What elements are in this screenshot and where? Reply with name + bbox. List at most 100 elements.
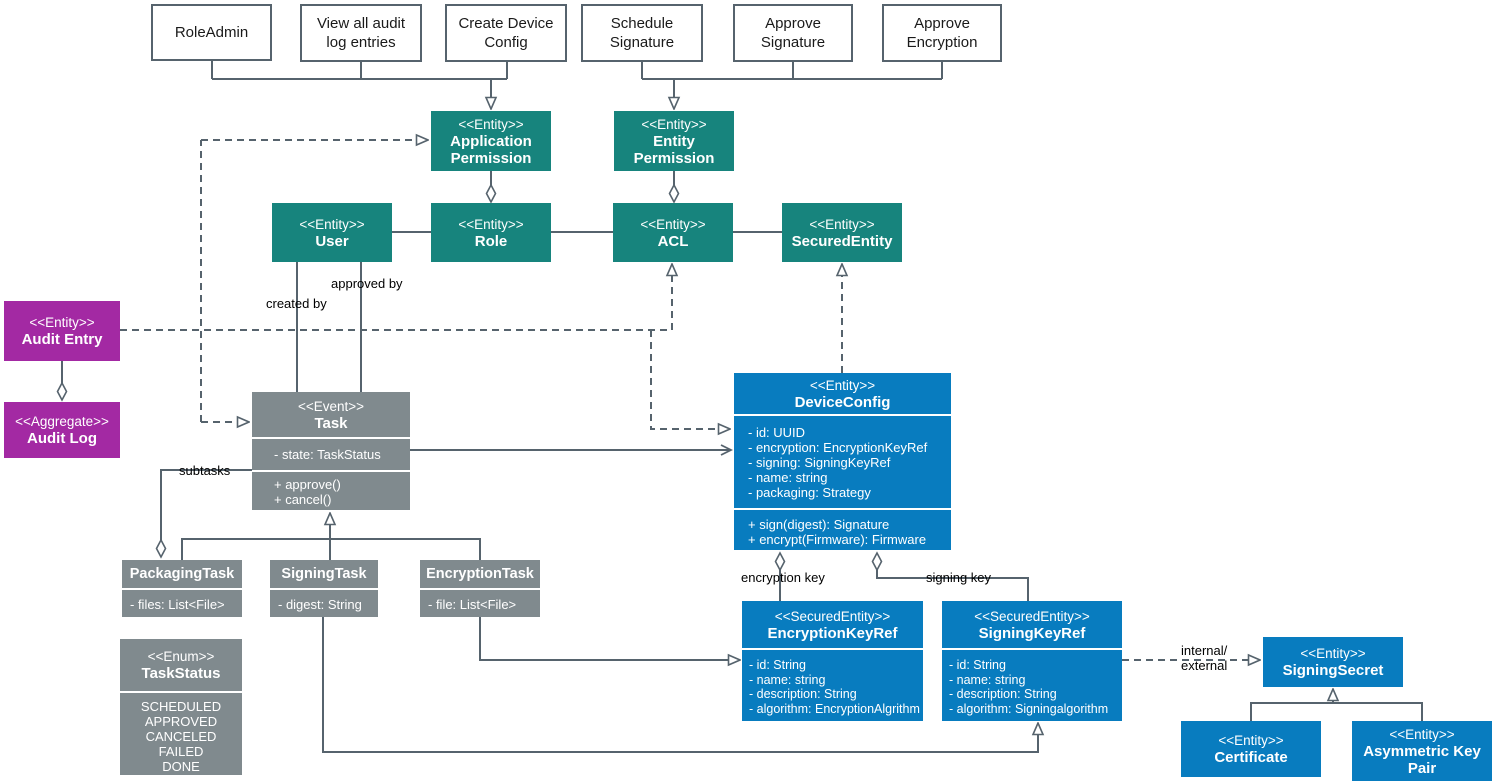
method: + encrypt(Firmware): Firmware: [748, 532, 927, 547]
enum-values-compartment: SCHEDULED APPROVED CANCELED FAILED DONE: [120, 691, 242, 775]
stereotype: <<SecuredEntity>>: [774, 608, 891, 624]
class-application-permission: <<Entity>>Application Permission: [431, 111, 551, 171]
class-acl: <<Entity>>ACL: [613, 203, 733, 262]
class-name: SigningTask: [281, 565, 367, 582]
class-signing-key-ref: <<SecuredEntity>>SigningKeyRef - id: Str…: [942, 601, 1122, 721]
usecase-approve-signature: Approve Signature: [733, 4, 853, 62]
attributes-compartment: - files: List<File>: [122, 588, 242, 617]
class-name: SigningSecret: [1282, 662, 1384, 679]
enum-task-status: <<Enum>>TaskStatus SCHEDULED APPROVED CA…: [120, 639, 242, 775]
class-audit-entry: <<Entity>>Audit Entry: [4, 301, 120, 361]
dashed-connectors: [120, 140, 1260, 660]
class-name: SecuredEntity: [791, 232, 893, 250]
usecase-label: Approve Signature: [760, 15, 826, 51]
attribute: - id: String: [949, 658, 1006, 672]
enum-name: TaskStatus: [141, 665, 221, 682]
method: + approve(): [274, 477, 341, 492]
class-encryption-task: EncryptionTask - file: List<File>: [420, 560, 540, 617]
class-name: EncryptionKeyRef: [767, 624, 898, 642]
attribute: - name: string: [748, 470, 828, 485]
attribute: - name: string: [749, 672, 826, 687]
edge-label-encryption-key: encryption key: [741, 570, 825, 585]
method: + cancel(): [274, 492, 332, 507]
attributes-compartment: - id: UUID - encryption: EncryptionKeyRe…: [734, 414, 951, 508]
enum-value: CANCELED: [145, 729, 217, 744]
usecase-create-device-config: Create Device Config: [445, 4, 567, 62]
attribute: - signing: SigningKeyRef: [748, 455, 891, 470]
class-entity-permission: <<Entity>>Entity Permission: [614, 111, 734, 171]
attributes-compartment: - id: String - name: string - descriptio…: [742, 648, 923, 721]
class-name: Entity Permission: [633, 132, 715, 167]
class-name: User: [315, 232, 349, 250]
class-signing-secret: <<Entity>>SigningSecret: [1263, 637, 1403, 687]
class-name: SigningKeyRef: [978, 624, 1086, 642]
stereotype: <<Entity>>: [809, 216, 875, 232]
stereotype: <<Entity>>: [1389, 726, 1455, 742]
attributes-compartment: - file: List<File>: [420, 588, 540, 617]
stereotype: <<Entity>>: [1300, 646, 1366, 661]
class-packaging-task: PackagingTask - files: List<File>: [122, 560, 242, 617]
attribute: - algorithm: EncryptionAlgrithm: [749, 701, 920, 716]
class-name: Application Permission: [450, 132, 532, 167]
method: + sign(digest): Signature: [748, 517, 890, 532]
enum-value: APPROVED: [144, 714, 218, 729]
stereotype: <<Aggregate>>: [15, 414, 109, 429]
stereotype: <<Entity>>: [809, 377, 876, 393]
signingsecret-generalization-bus: [1250, 702, 1423, 721]
usecase-view-audit-log: View all audit log entries: [300, 4, 422, 62]
attributes-compartment: - digest: String: [270, 588, 378, 617]
class-encryption-key-ref: <<SecuredEntity>>EncryptionKeyRef - id: …: [742, 601, 923, 721]
attribute: - name: string: [949, 672, 1026, 687]
edge-label-signing-key: signing key: [926, 570, 992, 585]
enum-value: DONE: [162, 759, 200, 774]
class-name: Audit Log: [27, 430, 97, 447]
class-name: EncryptionTask: [426, 565, 534, 582]
class-signing-task: SigningTask - digest: String: [270, 560, 378, 617]
attribute: - algorithm: Signingalgorithm: [949, 701, 1109, 716]
attribute: - digest: String: [278, 597, 362, 612]
edge-label-created-by: created by: [266, 296, 327, 311]
stereotype: <<Event>>: [297, 398, 365, 414]
class-name: ACL: [657, 232, 689, 250]
methods-compartment: + sign(digest): Signature + encrypt(Firm…: [734, 508, 951, 550]
attribute: - description: String: [749, 687, 857, 701]
attribute: - id: String: [749, 658, 806, 672]
enum-value: FAILED: [158, 744, 204, 759]
class-audit-log: <<Aggregate>>Audit Log: [4, 402, 120, 458]
stereotype: <<Entity>>: [1218, 733, 1284, 748]
usecase-label: Approve Encryption: [906, 15, 978, 51]
attribute: - description: String: [949, 687, 1057, 701]
class-name: Task: [314, 414, 348, 432]
stereotype: <<Entity>>: [458, 216, 524, 232]
class-name: Certificate: [1214, 749, 1288, 766]
class-user: <<Entity>>User: [272, 203, 392, 262]
class-name: PackagingTask: [129, 565, 235, 582]
stereotype: <<Entity>>: [458, 116, 524, 132]
dashed-to-deviceconfig: [650, 330, 730, 429]
usecase-label: Create Device Config: [458, 15, 554, 51]
class-name: DeviceConfig: [794, 393, 891, 411]
class-name: Audit Entry: [21, 331, 103, 348]
class-role: <<Entity>>Role: [431, 203, 551, 262]
attribute: - encryption: EncryptionKeyRef: [748, 440, 928, 455]
usecase-label: Schedule Signature: [609, 15, 675, 51]
usecase-right-bus: [641, 61, 943, 80]
enum-value: SCHEDULED: [140, 699, 222, 714]
usecase-left-bus: [211, 61, 508, 80]
class-name: Asymmetric Key Pair: [1363, 742, 1481, 777]
edge-label-subtasks: subtasks: [179, 463, 231, 478]
class-asymmetric-key-pair: <<Entity>>Asymmetric Key Pair: [1352, 721, 1492, 781]
usecase-approve-encryption: Approve Encryption: [882, 4, 1002, 62]
stereotype: <<Entity>>: [299, 216, 365, 232]
attribute: - files: List<File>: [130, 597, 225, 612]
class-device-config: <<Entity>>DeviceConfig - id: UUID - encr…: [734, 373, 951, 550]
attribute: - packaging: Strategy: [748, 485, 871, 500]
stereotype: <<Entity>>: [29, 315, 95, 330]
attribute: - id: UUID: [748, 425, 806, 440]
attribute: - state: TaskStatus: [274, 447, 381, 462]
attribute: - file: List<File>: [428, 597, 517, 612]
stereotype: <<Entity>>: [640, 216, 706, 232]
stereotype: <<Enum>>: [147, 649, 215, 664]
